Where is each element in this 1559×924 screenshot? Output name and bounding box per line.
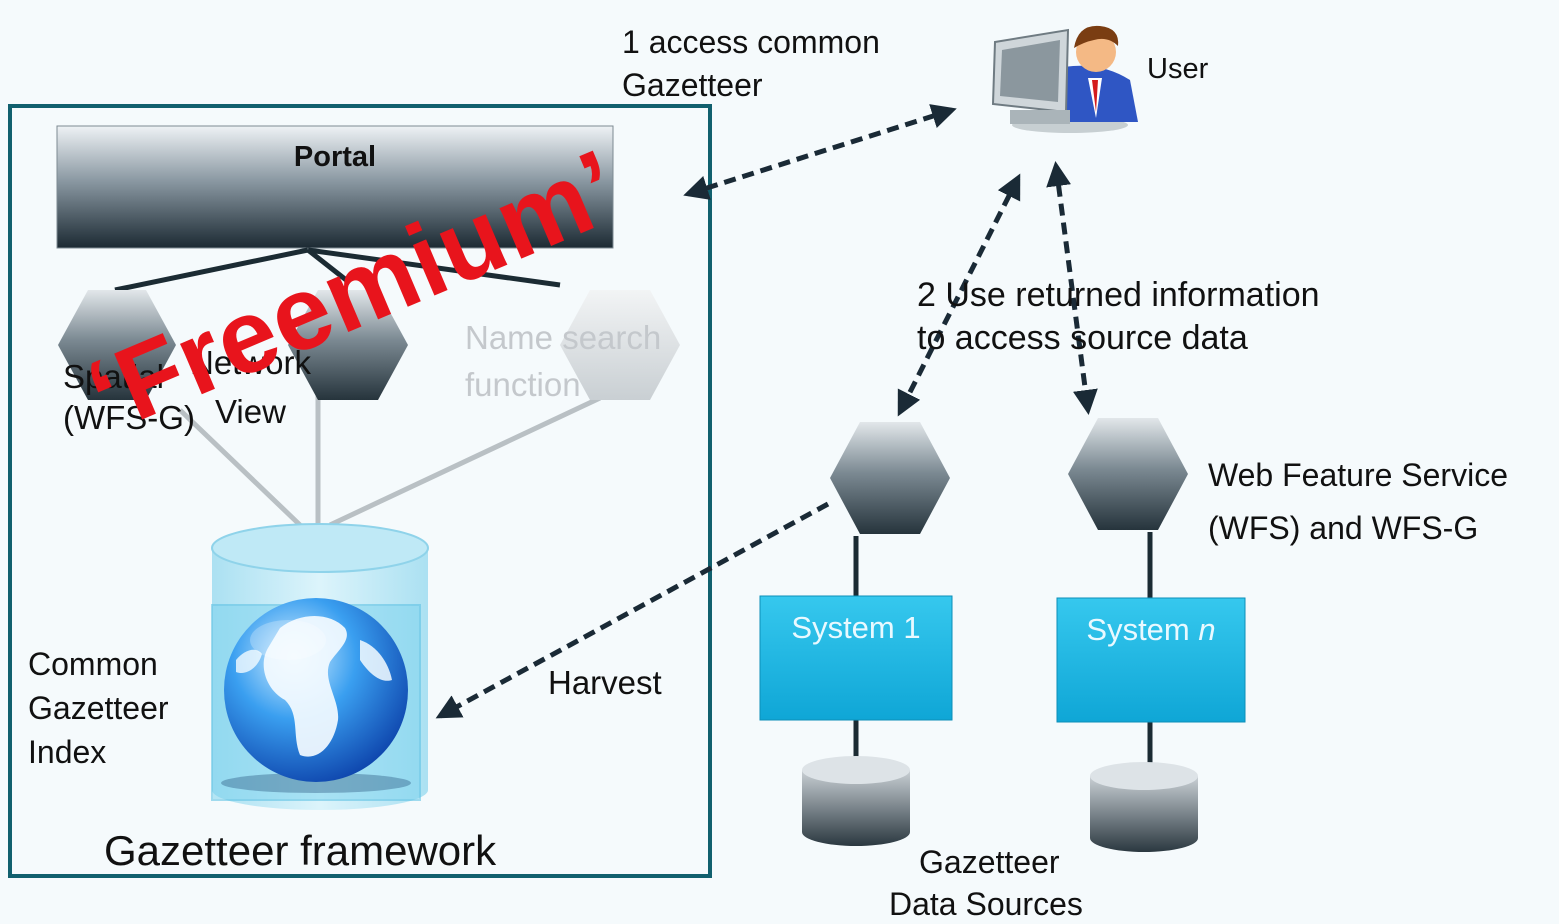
step2-line1: 2 Use returned information <box>917 276 1320 314</box>
harvest-arrow <box>435 501 830 719</box>
system-n-prefix: System <box>1086 612 1199 647</box>
gazetteer-framework-box <box>8 104 712 878</box>
network-view-hexagon[interactable] <box>288 290 408 400</box>
database-icon <box>802 756 910 846</box>
name-search-label-line2: function <box>465 366 581 403</box>
service-to-index-connectors <box>178 385 602 528</box>
sources-label-line2: Data Sources <box>889 886 1083 922</box>
step1-arrow <box>683 104 957 200</box>
system-connectors <box>853 532 1153 768</box>
wfs-hexagon-system-n[interactable] <box>1068 418 1188 530</box>
wfs-label-line2: (WFS) and WFS-G <box>1208 510 1479 546</box>
user-label: User <box>1147 53 1209 85</box>
index-label-line2: Gazetteer <box>28 690 169 726</box>
system-1-box[interactable] <box>759 595 953 721</box>
harvest-label: Harvest <box>548 664 662 701</box>
framework-title: Gazetteer framework <box>104 827 497 874</box>
network-label-line2: View <box>215 393 286 430</box>
index-label-line3: Index <box>28 734 107 770</box>
database-icon <box>1090 762 1198 852</box>
dashed-arrows <box>435 104 1098 719</box>
system-n-suffix: n <box>1198 612 1216 647</box>
spatial-label-line1: Spatial <box>63 358 164 395</box>
wfs-label-line1: Web Feature Service <box>1208 457 1508 493</box>
portal-connectors <box>114 247 561 293</box>
step2-arrow-left <box>897 173 1021 417</box>
system-1-label: System 1 <box>791 610 921 645</box>
name-search-hexagon[interactable] <box>560 290 680 400</box>
network-label-line1: Network <box>190 344 312 381</box>
system-n-label: System n <box>1057 612 1245 648</box>
step1-line2: Gazetteer <box>622 67 763 103</box>
portal-bar[interactable] <box>56 125 614 249</box>
sources-label-line1: Gazetteer <box>919 844 1060 880</box>
index-label-line1: Common <box>28 646 158 682</box>
step2-line2: to access source data <box>917 319 1248 357</box>
user-computer-icon <box>991 25 1138 133</box>
wfs-hexagon-system-1[interactable] <box>830 422 950 534</box>
portal-label: Portal <box>293 141 377 173</box>
name-search-label-line1: Name search <box>465 319 662 356</box>
system-n-box[interactable] <box>1056 597 1246 723</box>
globe-icon <box>221 598 411 793</box>
step2-arrow-right <box>1046 161 1098 415</box>
spatial-label-line2: (WFS-G) <box>63 399 195 436</box>
step1-line1: 1 access common <box>622 24 880 60</box>
spatial-hexagon[interactable] <box>58 290 176 400</box>
